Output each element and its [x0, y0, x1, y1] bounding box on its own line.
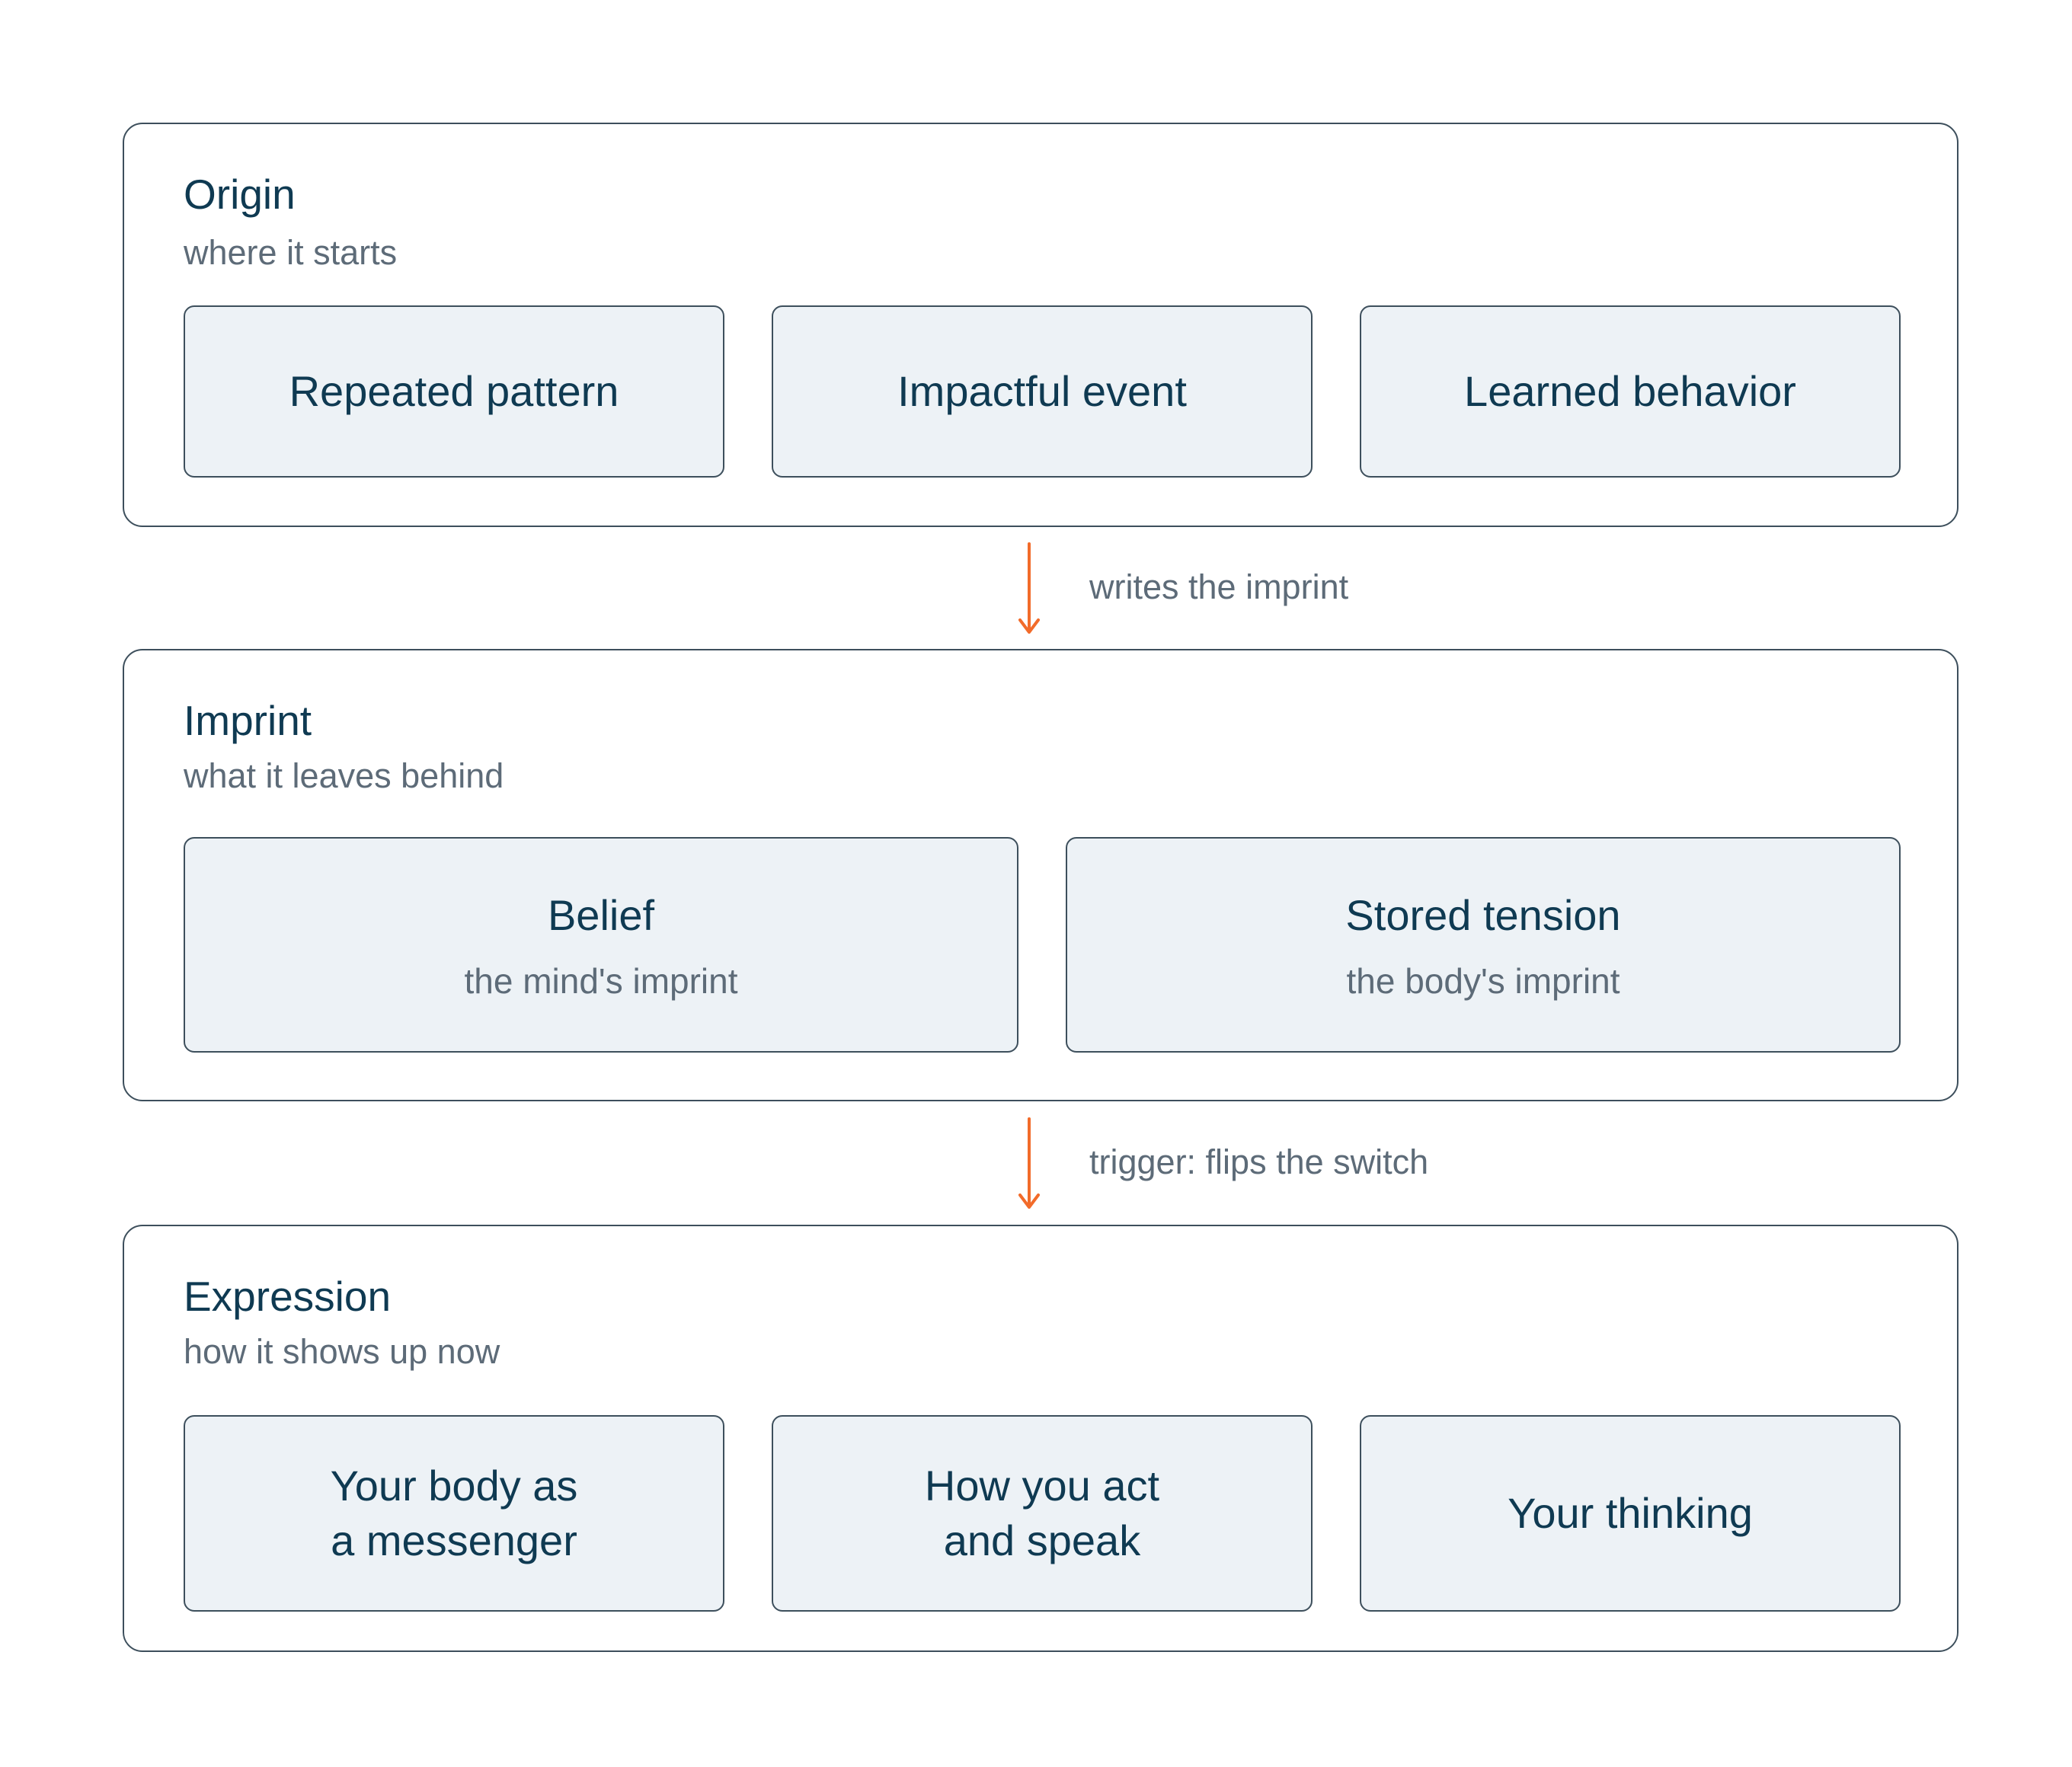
origin-subtitle: where it starts [184, 233, 398, 272]
down-arrow-icon [1018, 1117, 1040, 1209]
origin-title: Origin [184, 171, 296, 218]
imprint-section: Imprint what it leaves behind Belief the… [123, 649, 1958, 1101]
card-stored-tension: Stored tension the body's imprint [1066, 837, 1901, 1053]
imprint-subtitle: what it leaves behind [184, 756, 504, 795]
imprint-title: Imprint [184, 697, 312, 744]
card-label: Repeated pattern [289, 367, 619, 415]
down-arrow-icon [1018, 542, 1040, 634]
card-act-speak: How you act and speak [772, 1415, 1313, 1612]
card-body-messenger: Your body as a messenger [184, 1415, 724, 1612]
expression-section: Expression how it shows up now Your body… [123, 1225, 1958, 1652]
card-label: Belief [547, 890, 655, 939]
card-note: the body's imprint [1346, 960, 1620, 1001]
card-belief: Belief the mind's imprint [184, 837, 1018, 1053]
origin-section: Origin where it starts Repeated pattern … [123, 123, 1958, 527]
card-label: Your body as a messenger [330, 1462, 578, 1564]
card-learned-behavior: Learned behavior [1360, 305, 1901, 478]
expression-title: Expression [184, 1273, 392, 1320]
connector-label-writes-imprint: writes the imprint [1089, 567, 1349, 606]
card-impactful-event: Impactful event [772, 305, 1313, 478]
card-label: Impactful event [897, 367, 1187, 415]
connector-label-trigger: trigger: flips the switch [1089, 1142, 1429, 1181]
card-label: Learned behavior [1464, 367, 1796, 415]
card-your-thinking: Your thinking [1360, 1415, 1901, 1612]
card-label: Your thinking [1508, 1489, 1753, 1537]
expression-subtitle: how it shows up now [184, 1332, 500, 1371]
card-repeated-pattern: Repeated pattern [184, 305, 724, 478]
card-label: How you act and speak [924, 1462, 1160, 1564]
card-label: Stored tension [1345, 890, 1621, 939]
card-note: the mind's imprint [464, 960, 738, 1001]
